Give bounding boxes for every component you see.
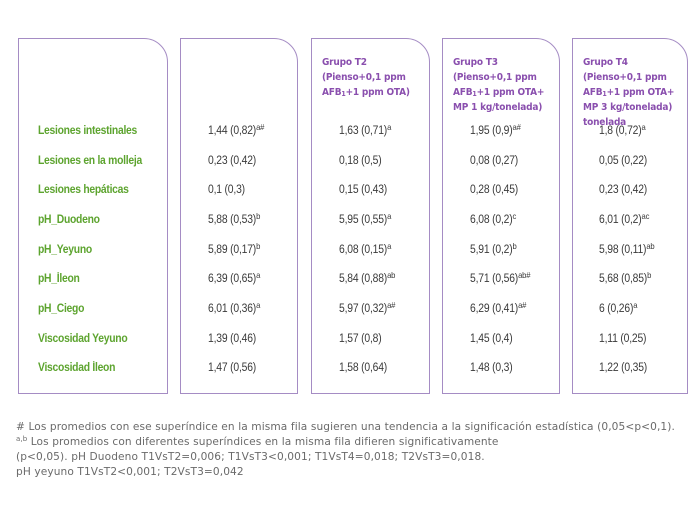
footnote-line: # Los promedios con ese superíndice en l… <box>16 421 675 433</box>
table-cell: 0,05 (0,22) <box>599 155 648 167</box>
footnote-line: a,b Los promedios con diferentes superín… <box>16 435 499 449</box>
table-cell: 0,08 (0,27) <box>470 155 519 167</box>
footnotes: # Los promedios con ese superíndice en l… <box>16 420 688 480</box>
table-cell: 1,63 (0,71)a <box>339 122 392 137</box>
table-cell: 1,22 (0,35) <box>599 362 648 374</box>
row-label: Viscosidad Yeyuno <box>38 333 128 345</box>
column-frame-t4: Grupo T4 (Pienso+0,1 ppm AFB1+1 ppm OTA+… <box>572 38 688 394</box>
column-frame-labels <box>18 38 168 394</box>
row-label: pH_Íleon <box>38 273 80 285</box>
table-cell: 6,29 (0,41)a# <box>470 300 527 315</box>
table-cell: 0,23 (0,42) <box>599 184 648 196</box>
row-label: pH_Yeyuno <box>38 244 92 256</box>
table-cell: 1,44 (0,82)a# <box>208 122 265 137</box>
table-cell: 1,47 (0,56) <box>208 362 257 374</box>
table-cell: 6,39 (0,65)a <box>208 270 261 285</box>
table-cell: 1,48 (0,3) <box>470 362 513 374</box>
table-cell: 1,11 (0,25) <box>599 333 647 345</box>
table-cell: 6,01 (0,36)a <box>208 300 261 315</box>
table-cell: 0,15 (0,43) <box>339 184 388 196</box>
table-cell: 1,58 (0,64) <box>339 362 388 374</box>
row-label: Viscosidad Íleon <box>38 362 116 374</box>
column-frame-t2: Grupo T2 (Pienso+0,1 ppm AFB1+1 ppm OTA) <box>311 38 430 394</box>
table-cell: 6 (0,26)a <box>599 300 638 315</box>
column-header-t4: Grupo T4 (Pienso+0,1 ppm AFB1+1 ppm OTA+… <box>583 57 675 128</box>
column-header-t3: Grupo T3 (Pienso+0,1 ppm AFB1+1 ppm OTA+… <box>453 57 545 113</box>
column-frame-t1 <box>180 38 298 394</box>
column-header-t2: Grupo T2 (Pienso+0,1 ppm AFB1+1 ppm OTA) <box>322 57 410 98</box>
table-cell: 5,91 (0,2)b <box>470 241 517 256</box>
table-cell: 5,95 (0,55)a <box>339 211 392 226</box>
table-cell: 1,39 (0,46) <box>208 333 257 345</box>
table-cell: 0,23 (0,42) <box>208 155 257 167</box>
row-label: pH_Ciego <box>38 303 85 315</box>
row-label: Lesiones en la molleja <box>38 155 142 167</box>
table-cell: 1,57 (0,8) <box>339 333 382 345</box>
table-cell: 0,1 (0,3) <box>208 184 245 196</box>
table-cell: 0,18 (0,5) <box>339 155 382 167</box>
row-label: Lesiones intestinales <box>38 125 138 137</box>
table-cell: 0,28 (0,45) <box>470 184 519 196</box>
footnote-line: (p<0,05). pH Duodeno T1VsT2=0,006; T1VsT… <box>16 451 485 463</box>
table-cell: 5,98 (0,11)ab <box>599 241 655 256</box>
table-cell: 1,95 (0,9)a# <box>470 122 521 137</box>
table-cell: 5,84 (0,88)ab <box>339 270 396 285</box>
table-cell: 5,97 (0,32)a# <box>339 300 396 315</box>
row-label: Lesiones hepáticas <box>38 184 129 196</box>
table-cell: 1,45 (0,4) <box>470 333 513 345</box>
table-cell: 1,8 (0,72)a <box>599 122 646 137</box>
table-cell: 5,68 (0,85)b <box>599 270 652 285</box>
table-cell: 5,88 (0,53)b <box>208 211 261 226</box>
table-cell: 6,01 (0,2)ac <box>599 211 650 226</box>
table-cell: 6,08 (0,15)a <box>339 241 392 256</box>
table-cell: 6,08 (0,2)c <box>470 211 517 226</box>
table-cell: 5,89 (0,17)b <box>208 241 261 256</box>
column-frame-t3: Grupo T3 (Pienso+0,1 ppm AFB1+1 ppm OTA+… <box>442 38 560 394</box>
footnote-line: pH yeyuno T1VsT2<0,001; T2VsT3=0,042 <box>16 466 244 478</box>
table-cell: 5,71 (0,56)ab# <box>470 270 531 285</box>
row-label: pH_Duodeno <box>38 214 100 226</box>
